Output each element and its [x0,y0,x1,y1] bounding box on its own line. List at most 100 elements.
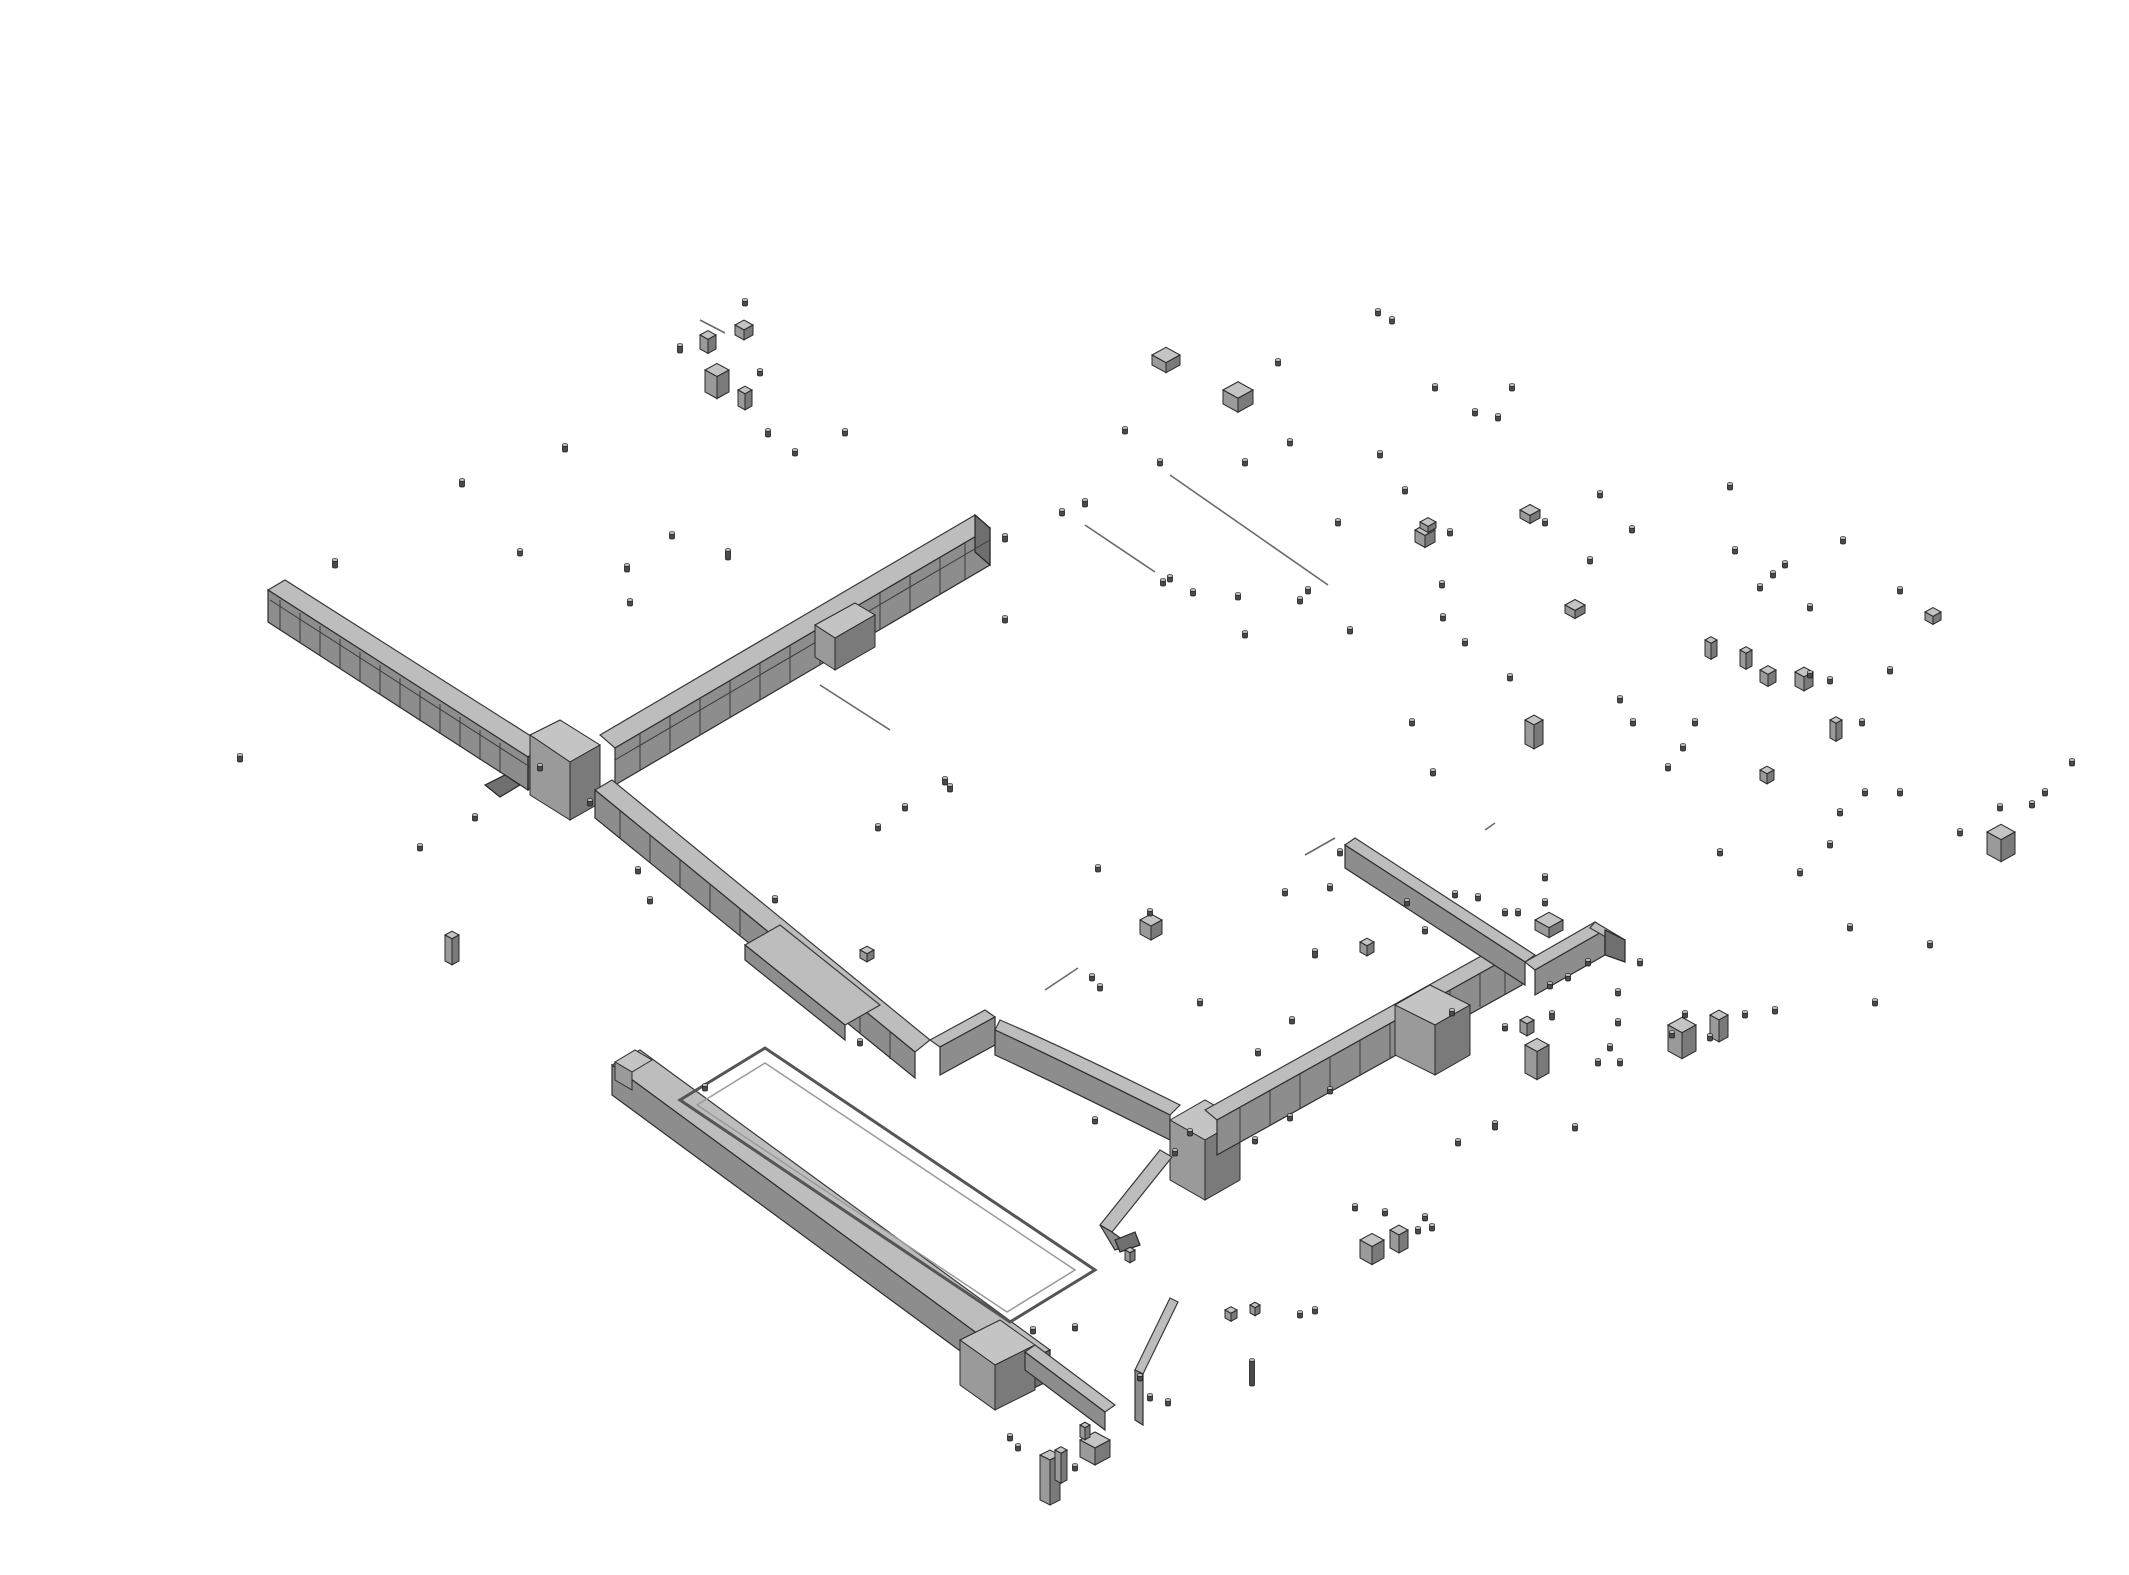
block-26 [1418,517,1438,534]
corridor-northwest-arm [266,579,547,792]
column-pin-71 [1190,588,1196,597]
block-24 [1518,503,1542,525]
column-pin-40 [1587,556,1593,565]
column-pin-33 [1447,528,1453,537]
column-pin-91 [1452,890,1458,899]
detail-lines [699,319,1496,991]
column-pin-18 [1002,533,1008,543]
column-pin-152 [1847,923,1853,932]
column-pin-143 [2069,758,2075,767]
block-3 [703,362,731,400]
block-23 [1923,607,1943,626]
column-pin-19 [1082,498,1088,508]
column-pin-133 [1549,1010,1555,1021]
column-pin-76 [1095,864,1101,873]
block-27 [1523,714,1545,750]
column-pin-58 [1692,718,1698,727]
column-pin-84 [1637,958,1643,967]
column-pin-69 [1305,586,1311,595]
column-pin-27 [1389,316,1395,325]
column-pin-128 [1072,1463,1078,1472]
column-pin-102 [647,896,653,905]
column-pin-26 [1375,308,1381,317]
column-pin-95 [1542,898,1548,907]
block-25 [1563,598,1587,620]
column-pin-7 [562,443,568,453]
block-13 [1708,1009,1730,1043]
column-pin-115 [1287,1113,1293,1122]
column-pin-21 [1122,426,1128,435]
column-pin-109 [1429,1223,1435,1232]
column-pin-37 [1242,630,1248,639]
column-pin-73 [1002,615,1008,624]
column-pin-147 [1707,1033,1713,1042]
column-pin-93 [1515,908,1521,917]
column-pin-127 [1137,1373,1143,1382]
column-pin-6 [842,428,848,437]
column-pin-10 [332,558,338,569]
column-pin-48 [1887,666,1893,675]
column-pin-108 [1072,1323,1078,1332]
column-pin-66 [1440,613,1446,622]
column-pin-1 [742,298,748,307]
column-pin-120 [1007,1433,1013,1442]
column-pin-112 [1422,1213,1428,1222]
column-pin-60 [1617,695,1623,704]
column-pin-57 [1680,743,1686,752]
column-pin-54 [1797,868,1803,877]
block-17 [858,945,876,963]
column-pin-146 [1669,1030,1675,1039]
column-pin-77 [1282,888,1288,897]
block-31 [1053,1446,1069,1485]
column-pin-75 [942,776,948,786]
column-pin-135 [1449,1008,1455,1017]
block-19 [1738,646,1754,671]
column-pin-2 [677,343,683,354]
column-pin-15 [417,843,423,852]
column-pin-9 [517,548,523,557]
column-pin-4 [765,428,771,438]
block-35 [1248,1301,1262,1317]
column-pin-83 [1615,988,1621,997]
column-pin-53 [1827,840,1833,849]
column-pin-47 [1897,586,1903,595]
column-pin-129 [702,1083,708,1092]
column-pin-31 [1509,383,1515,392]
column-pin-92 [1475,893,1481,902]
column-pin-61 [1507,673,1513,682]
column-pin-116 [1327,1086,1333,1095]
column-pin-13 [725,548,731,561]
column-pin-20 [1059,508,1065,517]
column-pin-82 [1455,1138,1461,1147]
column-pin-28 [1432,383,1438,392]
column-pin-38 [1542,518,1548,527]
column-pin-22 [1157,458,1163,467]
column-pin-23 [1242,458,1248,467]
corridor-northeast-arm [598,513,992,787]
column-pin-132 [1572,1123,1578,1132]
column-pin-137 [1502,908,1508,917]
column-pin-65 [1439,580,1445,589]
corridor-central-southeast [593,779,997,1080]
column-pin-16 [472,813,478,822]
scattered-column-pins [237,298,2075,1472]
column-pin-101 [875,823,881,832]
column-pin-111 [1382,1208,1388,1217]
block-10 [1518,1015,1536,1037]
column-pin-46 [1840,536,1846,545]
column-pin-148 [1682,1010,1688,1019]
block-4 [736,385,754,411]
column-pin-140 [1337,848,1343,857]
column-pin-64 [1409,718,1415,727]
block-22 [1985,823,2017,863]
column-pin-43 [1732,546,1738,555]
column-pin-119 [1249,1358,1255,1387]
column-pin-24 [1287,438,1293,447]
corridor-northwest-arm-railing [269,599,531,773]
column-pin-151 [1927,940,1933,949]
column-pin-80 [1255,1048,1261,1057]
column-pin-45 [1807,603,1813,612]
column-pin-17 [627,598,633,607]
block-33 [1078,1421,1092,1441]
